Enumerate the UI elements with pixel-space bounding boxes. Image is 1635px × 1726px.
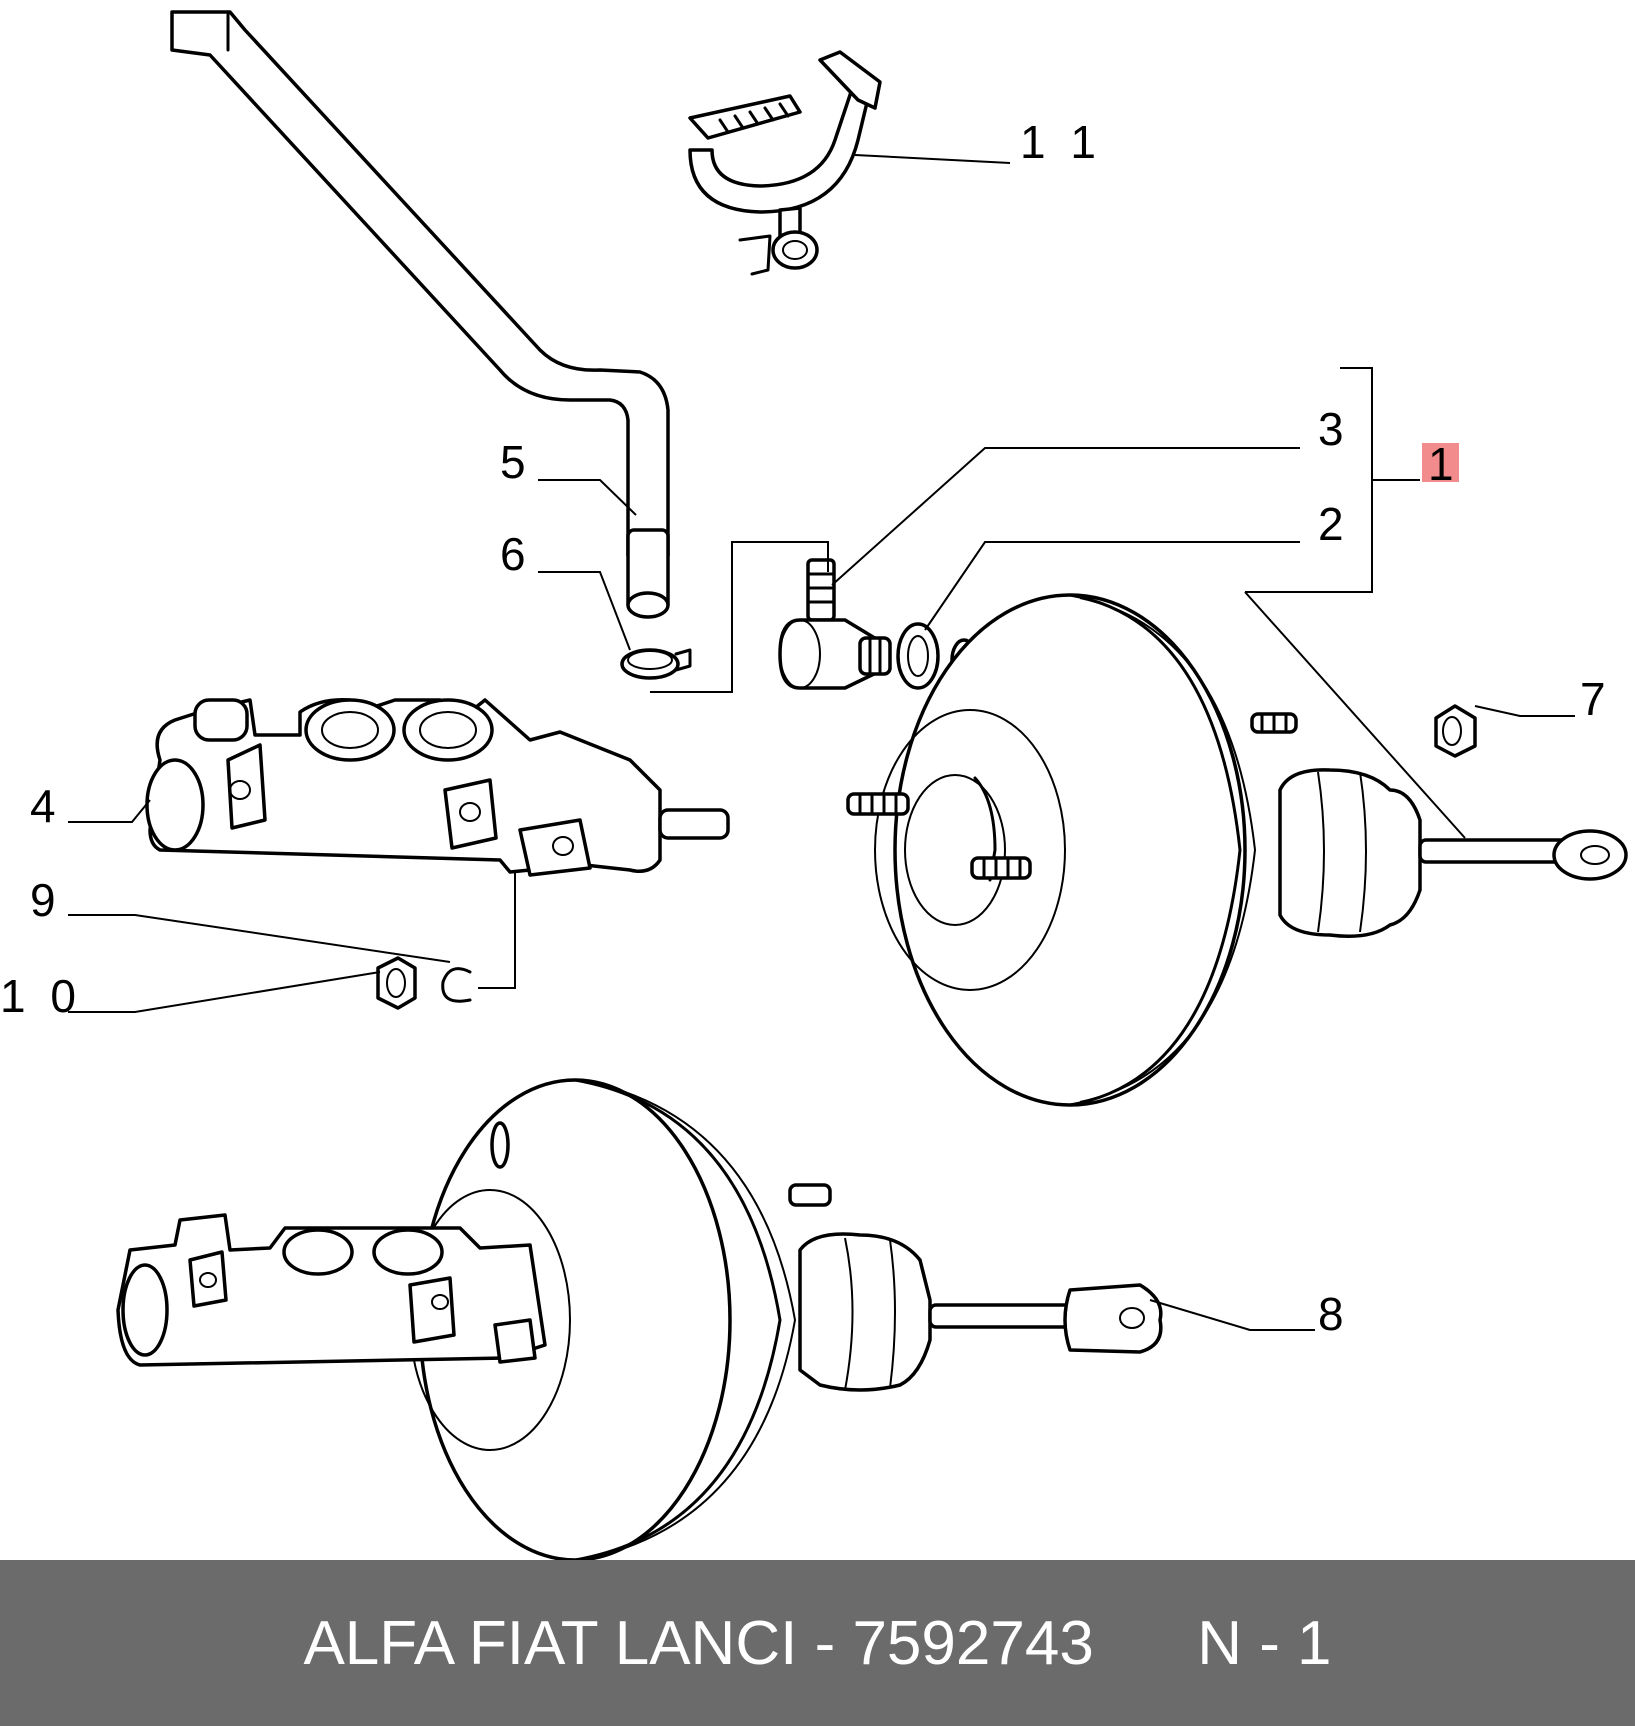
nut (1434, 704, 1477, 758)
callout-1: 1 (1428, 438, 1460, 490)
callout-labels: 1 1 1 3 2 5 6 4 9 1 0 7 8 (0, 116, 1612, 1340)
vacuum-hose (170, 10, 670, 619)
footer-separator: - (797, 1608, 853, 1678)
callout-9: 9 (30, 874, 62, 926)
callout-3: 3 (1318, 403, 1350, 455)
callout-6: 6 (500, 528, 532, 580)
callout-4: 4 (30, 780, 62, 832)
hose-clamp (620, 648, 692, 680)
footer-caption: ALFA FIAT LANCI - 7592743 N - 1 (303, 1608, 1331, 1679)
footer-ref: N - 1 (1197, 1608, 1332, 1678)
callout-11: 1 1 (1020, 116, 1102, 168)
hose-bracket (688, 50, 882, 276)
footer-brand: ALFA FIAT LANCI (303, 1608, 798, 1678)
callout-1-highlight (1422, 443, 1459, 482)
callout-5: 5 (500, 436, 532, 488)
footer-gap (1094, 1609, 1197, 1678)
callout-10: 1 0 (0, 970, 82, 1022)
leader-lines (68, 154, 1575, 1331)
parts-diagram: 1 1 1 3 2 5 6 4 9 1 0 7 8 (0, 10, 1628, 1560)
callout-2: 2 (1318, 498, 1350, 550)
nut-and-washer (376, 956, 472, 1010)
callout-8: 8 (1318, 1288, 1350, 1340)
assembled-booster (116, 1078, 1163, 1560)
elbow-connector (778, 558, 892, 690)
callout-7: 7 (1580, 673, 1612, 725)
brake-booster (846, 593, 1628, 1107)
footer-bar: ALFA FIAT LANCI - 7592743 N - 1 (0, 1560, 1635, 1726)
footer-part-number: 7592743 (852, 1608, 1094, 1678)
master-cylinder (145, 698, 730, 877)
